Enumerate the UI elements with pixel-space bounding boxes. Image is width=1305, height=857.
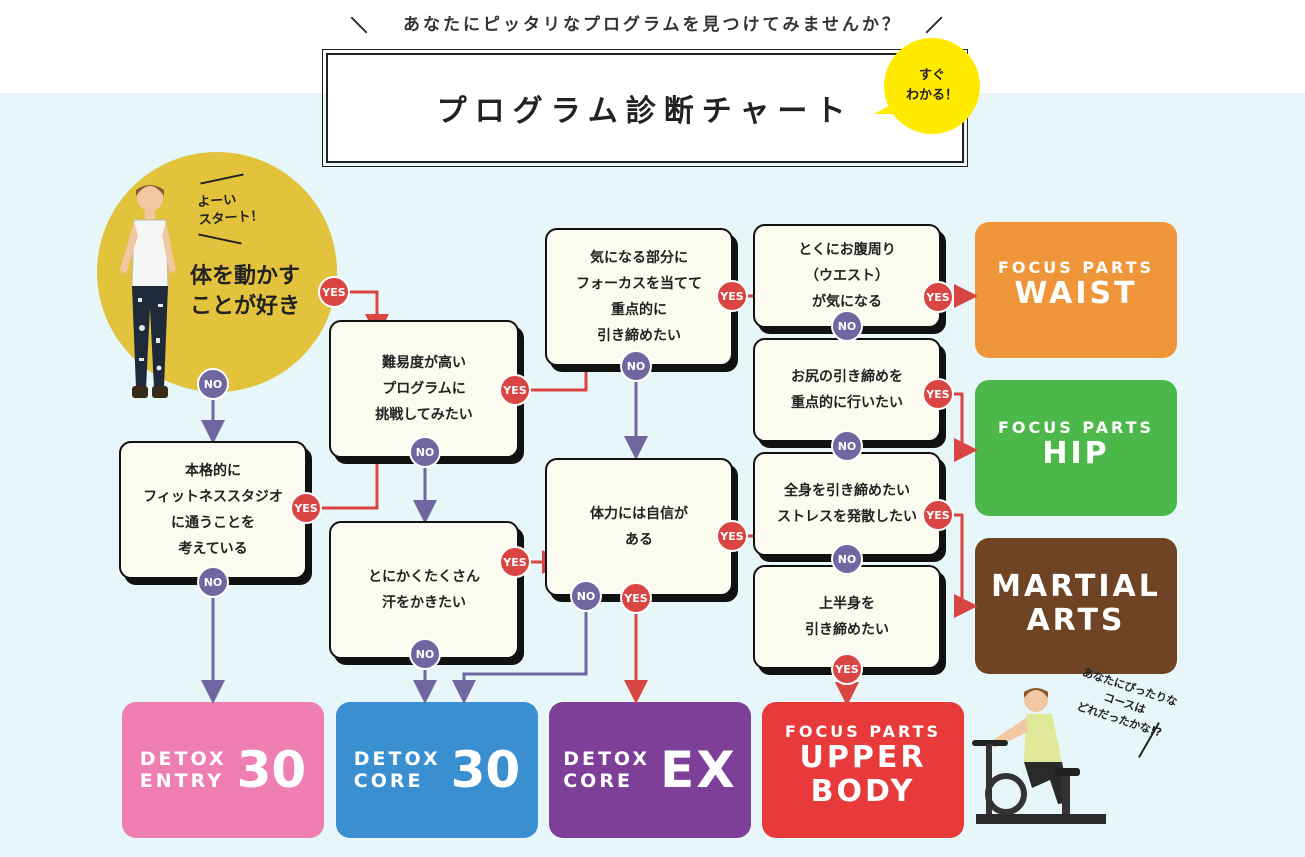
no-badge: NO <box>197 566 229 598</box>
question-line: 上半身を <box>819 596 875 612</box>
no-badge: NO <box>831 310 863 342</box>
question-line: 体力には自信が <box>590 506 688 522</box>
question-line: 気になる部分に <box>590 250 688 266</box>
no-badge: NO <box>570 580 602 612</box>
result-number: 30 <box>236 741 307 799</box>
result-number: EX <box>660 741 737 799</box>
question-line: お尻の引き締めを <box>791 369 903 385</box>
result-waist[interactable]: FOCUS PARTS WAIST <box>975 222 1177 358</box>
result-line: DETOX <box>563 748 651 770</box>
result-title: MARTIAL <box>991 569 1161 604</box>
question-line: が気になる <box>812 294 882 310</box>
result-line: CORE <box>353 770 424 792</box>
question-line: とくにお腹周り <box>798 242 896 258</box>
yes-badge: YES <box>499 374 531 406</box>
yes-badge: YES <box>290 492 322 524</box>
question-line: 重点的に行いたい <box>791 395 903 411</box>
yes-badge: YES <box>499 546 531 578</box>
question-body: 全身を引き締めたい ストレスを発散したい <box>753 452 941 556</box>
question-line: 挑戦してみたい <box>375 407 473 423</box>
speech-bubble: すぐ わかる！ <box>884 38 980 134</box>
yes-badge: YES <box>716 520 748 552</box>
result-line: CORE <box>563 770 633 792</box>
question-line: 汗をかきたい <box>382 595 466 611</box>
question-line: 難易度が高い <box>382 355 466 371</box>
yes-badge: YES <box>831 653 863 685</box>
woman-standing-photo <box>120 185 176 398</box>
question-line: 引き締めたい <box>805 622 889 638</box>
start-question: 体を動かす ことが好き <box>190 262 300 322</box>
result-detox-entry-30[interactable]: DETOX ENTRY 30 <box>122 702 324 838</box>
question-studio: 本格的に フィットネススタジオ に通うことを 考えている <box>119 441 307 579</box>
result-upper-body[interactable]: FOCUS PARTS UPPER BODY <box>762 702 964 838</box>
question-stamina: 体力には自信が ある <box>545 458 733 596</box>
result-subtitle: FOCUS PARTS <box>997 418 1155 437</box>
yes-badge: YES <box>922 281 954 313</box>
bubble-line: わかる！ <box>905 88 958 103</box>
result-title: ARTS <box>1026 603 1126 638</box>
question-line: 全身を引き締めたい <box>784 483 910 499</box>
result-detox-core-30[interactable]: DETOX CORE 30 <box>336 702 538 838</box>
result-title: WAIST <box>1014 276 1138 311</box>
question-line: 本格的に <box>184 463 241 479</box>
result-line: DETOX <box>139 748 227 770</box>
no-badge: NO <box>831 430 863 462</box>
question-challenge: 難易度が高い プログラムに 挑戦してみたい <box>329 320 519 458</box>
no-badge: NO <box>620 350 652 382</box>
result-subtitle: FOCUS PARTS <box>784 722 942 741</box>
no-badge: NO <box>831 543 863 575</box>
start-question-line: ことが好き <box>190 294 301 319</box>
question-line: 引き締めたい <box>597 328 681 344</box>
yes-badge: YES <box>318 276 350 308</box>
bubble-line: すぐ <box>918 68 945 83</box>
result-title: UPPER <box>799 740 927 775</box>
question-line: フォーカスを当てて <box>576 276 702 292</box>
question-line: （ウエスト） <box>805 268 889 284</box>
question-line: ある <box>625 532 653 548</box>
result-detox-core-ex[interactable]: DETOX CORE EX <box>549 702 751 838</box>
question-hip: お尻の引き締めを 重点的に行いたい <box>753 338 941 442</box>
yes-badge: YES <box>922 499 954 531</box>
page-title: プログラム診断チャート <box>322 49 968 167</box>
result-martial-arts[interactable]: MARTIAL ARTS <box>975 538 1177 674</box>
question-focus: 気になる部分に フォーカスを当てて 重点的に 引き締めたい <box>545 228 733 366</box>
question-line: に通うことを <box>170 515 255 531</box>
result-title: HIP <box>1042 436 1110 471</box>
question-line: 考えている <box>178 541 248 557</box>
question-line: 重点的に <box>611 302 667 318</box>
question-line: フィットネススタジオ <box>143 489 283 505</box>
no-badge: NO <box>197 368 229 400</box>
result-line: ENTRY <box>139 770 224 792</box>
question-line: ストレスを発散したい <box>777 509 917 525</box>
result-title: BODY <box>810 774 916 809</box>
result-line: DETOX <box>353 748 441 770</box>
question-line: とにかくたくさん <box>368 569 480 585</box>
yes-badge: YES <box>620 582 652 614</box>
result-subtitle: FOCUS PARTS <box>997 258 1155 277</box>
question-waist: とくにお腹周り （ウエスト） が気になる <box>753 224 941 328</box>
yes-badge: YES <box>716 280 748 312</box>
no-badge: NO <box>409 638 441 670</box>
headline: あなたにピッタリなプログラムを見つけてみませんか？ <box>403 15 902 35</box>
start-question-line: 体を動かす <box>190 264 301 289</box>
question-line: プログラムに <box>382 381 466 397</box>
no-badge: NO <box>409 436 441 468</box>
result-hip[interactable]: FOCUS PARTS HIP <box>975 380 1177 516</box>
result-number: 30 <box>450 741 521 799</box>
yes-badge: YES <box>922 378 954 410</box>
woman-cycling-photo <box>972 688 1106 824</box>
